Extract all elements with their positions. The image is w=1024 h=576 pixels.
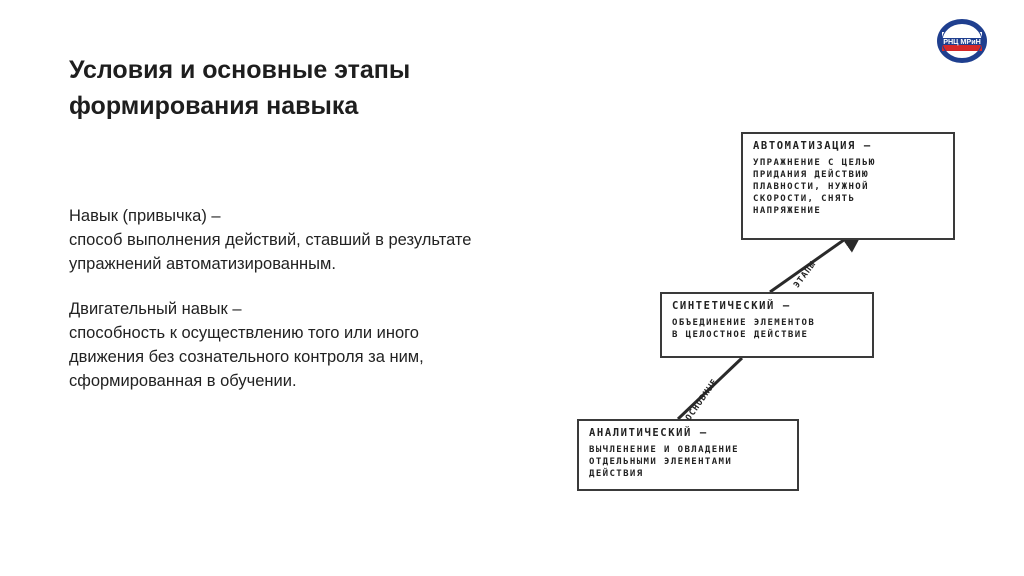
skill-definition-line-1: способ выполнения действий, ставший в ре… (69, 231, 472, 249)
skill-term: Навык (привычка) – (69, 207, 221, 225)
stage-analytic-heading: АНАЛИТИЧЕСКИЙ – (589, 427, 708, 439)
stage-synthetic: СИНТЕТИЧЕСКИЙ – ОБЪЕДИНЕНИЕ ЭЛЕМЕНТОВ В … (660, 292, 874, 358)
stage-automation-desc-line: СКОРОСТИ, СНЯТЬ (753, 194, 856, 204)
definitions-block: Навык (привычка) – способ выполнения дей… (69, 204, 549, 393)
stage-automation-desc-line: УПРАЖНЕНИЕ С ЦЕЛЬЮ (753, 158, 876, 168)
stage-analytic-desc-line: ВЫЧЛЕНЕНИЕ И ОВЛАДЕНИЕ (589, 445, 740, 455)
logo-text: РНЦ МРиН (943, 37, 981, 46)
arrow-to-synthetic (676, 356, 744, 421)
institute-logo: РНЦ МРиН (936, 18, 988, 64)
stage-automation-desc-line: НАПРЯЖЕНИЕ (753, 206, 822, 216)
stage-automation-desc-line: ПЛАВНОСТИ, НУЖНОЙ (753, 182, 869, 192)
stage-synthetic-description: ОБЪЕДИНЕНИЕ ЭЛЕМЕНТОВ В ЦЕЛОСТНОЕ ДЕЙСТВ… (672, 317, 862, 341)
motor-skill-definition-line-3: сформированная в обучении. (69, 372, 297, 390)
stage-synthetic-heading: СИНТЕТИЧЕСКИЙ – (672, 300, 791, 312)
stage-synthetic-desc-line: В ЦЕЛОСТНОЕ ДЕЙСТВИЕ (672, 330, 809, 340)
stage-automation-desc-line: ПРИДАНИЯ ДЕЙСТВИЮ (753, 170, 869, 180)
stage-analytic-desc-line: ДЕЙСТВИЯ (589, 469, 644, 479)
stage-analytic-desc-line: ОТДЕЛЬНЫМИ ЭЛЕМЕНТАМИ (589, 457, 733, 467)
motor-skill-definition-line-2: движения без сознательного контроля за н… (69, 348, 424, 366)
slide-title-line-1: Условия и основные этапы (69, 56, 411, 84)
slide-title: Условия и основные этапы формирования на… (69, 52, 410, 124)
skill-definition-line-2: упражнений автоматизированным. (69, 255, 336, 273)
skill-stages-diagram: АВТОМАТИЗАЦИЯ – УПРАЖНЕНИЕ С ЦЕЛЬЮ ПРИДА… (560, 120, 980, 520)
stage-automation-heading: АВТОМАТИЗАЦИЯ – (753, 140, 872, 152)
stage-synthetic-desc-line: ОБЪЕДИНЕНИЕ ЭЛЕМЕНТОВ (672, 318, 816, 328)
motor-skill-definition-line-1: способность к осуществлению того или ино… (69, 324, 419, 342)
stage-analytic: АНАЛИТИЧЕСКИЙ – ВЫЧЛЕНЕНИЕ И ОВЛАДЕНИЕ О… (577, 419, 799, 491)
stage-automation-description: УПРАЖНЕНИЕ С ЦЕЛЬЮ ПРИДАНИЯ ДЕЙСТВИЮ ПЛА… (753, 157, 943, 217)
paragraph-gap (69, 276, 549, 297)
stage-automation: АВТОМАТИЗАЦИЯ – УПРАЖНЕНИЕ С ЦЕЛЬЮ ПРИДА… (741, 132, 955, 240)
stage-arrows (676, 223, 868, 421)
slide-title-line-2: формирования навыка (69, 92, 359, 120)
motor-skill-term: Двигательный навык – (69, 300, 242, 318)
arrow-to-automation (769, 223, 868, 294)
stage-analytic-description: ВЫЧЛЕНЕНИЕ И ОВЛАДЕНИЕ ОТДЕЛЬНЫМИ ЭЛЕМЕН… (589, 444, 787, 480)
logo-emblem-icon: РНЦ МРиН (937, 19, 987, 63)
